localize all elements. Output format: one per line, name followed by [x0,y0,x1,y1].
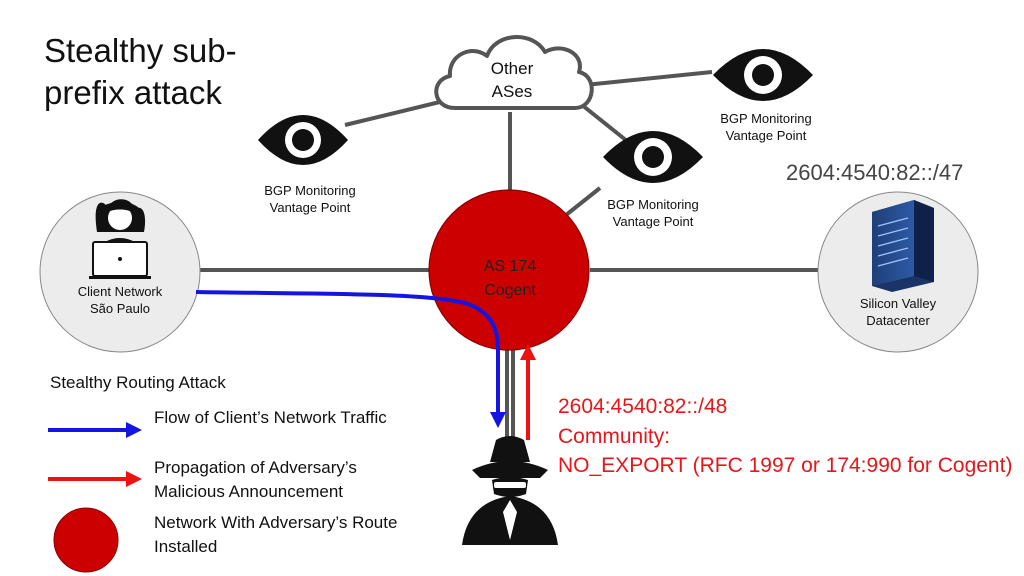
eye-icon [603,131,703,183]
server-icon [872,200,934,292]
datacenter-label: Silicon Valley Datacenter [859,296,937,328]
link-otheras-monitor-center [580,103,634,147]
link-otheras-monitor-left [344,98,449,127]
link-otheras-monitor-right [584,70,713,87]
page-title: Stealthy sub-prefix attack [44,32,237,111]
cloud-icon [434,35,594,110]
monitor-left-label: BGP Monitoring Vantage Point [264,183,356,215]
announcement-prefix: 2604:4540:82::/48 [558,395,728,418]
network-links [200,70,820,440]
announcement-community-label: Community: [558,424,671,448]
announcement-annotation: 2604:4540:82::/48 Community: NO_EXPORT (… [558,392,1018,481]
user-laptop-icon [89,199,151,279]
cogent-node [428,189,590,351]
monitor-center-label: BGP Monitoring Vantage Point [607,197,699,229]
monitor-right-label: BGP Monitoring Vantage Point [720,111,812,143]
link-monitor-center-cogent [564,186,602,217]
client-traffic-path [195,290,506,428]
legend-propagation-label: Propagation of Adversary’s Malicious Ann… [154,458,357,501]
hacker-icon [462,436,558,545]
client-network-label: Client Network São Paulo [77,284,163,316]
legend-title: Stealthy Routing Attack [50,373,226,392]
eye-icon [713,49,813,101]
other-ases-label: Other ASes [490,59,534,101]
legit-prefix-label: 2604:4540:82::/47 [786,160,964,185]
legend-installed-swatch [53,507,119,573]
eye-icon [258,115,348,165]
legend-installed-label: Network With Adversary’s Route Installed [154,513,398,556]
announcement-community-value: NO_EXPORT (RFC 1997 or 174:990 for Cogen… [558,454,1013,477]
legend-flow-label: Flow of Client’s Network Traffic [154,408,387,427]
cogent-label: AS 174 Cogent [483,258,537,299]
